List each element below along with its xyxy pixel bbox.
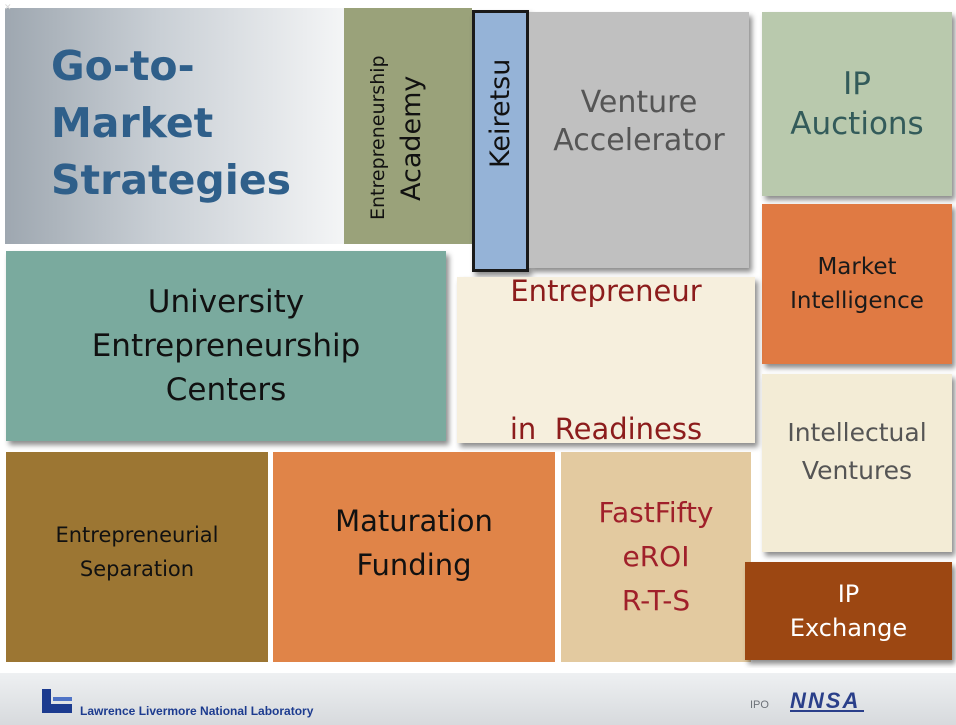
footer-bar <box>0 668 956 725</box>
venture-tile: Venture Accelerator <box>529 12 749 268</box>
academy-large-label: Academy <box>396 75 427 201</box>
ipo-label: IPO <box>750 699 769 711</box>
readiness-label: Entrepreneur in Readiness <box>509 274 703 446</box>
fastfifty-tile: FastFifty eROI R-T-S <box>561 452 751 662</box>
fastfifty-label: FastFifty eROI R-T-S <box>598 496 714 617</box>
ip-auctions-tile: IP Auctions <box>762 12 952 196</box>
ip-exchange-label: IP Exchange <box>789 580 908 642</box>
university-label: University Entrepreneurship Centers <box>91 284 361 408</box>
nnsa-logo-icon: NNSA <box>790 688 864 713</box>
llnl-logo-icon <box>42 689 72 713</box>
ip-auctions-label: IP Auctions <box>790 66 924 142</box>
separation-label: Entrepreneurial Separation <box>55 523 219 581</box>
corner-mark: ✕ <box>4 3 12 13</box>
intellectual-label: Intellectual Ventures <box>787 418 927 485</box>
intellectual-tile: Intellectual Ventures <box>762 374 952 552</box>
maturation-tile: Maturation Funding <box>273 452 555 662</box>
keiretsu-tile: Keiretsu <box>472 10 529 272</box>
market-intel-tile: Market Intelligence <box>762 204 952 364</box>
lab-name: Lawrence Livermore National Laboratory <box>80 704 314 718</box>
academy-tile: Entrepreneurship Academy <box>344 8 472 244</box>
university-tile: University Entrepreneurship Centers <box>6 251 446 441</box>
maturation-label: Maturation Funding <box>335 504 493 582</box>
title-tile: Go-to- Market Strategies <box>5 8 344 244</box>
venture-label: Venture Accelerator <box>553 85 725 158</box>
page-title: Go-to- Market Strategies <box>51 41 292 204</box>
ip-exchange-tile: IP Exchange <box>745 562 952 660</box>
separation-tile: Entrepreneurial Separation <box>6 452 268 662</box>
readiness-tile: Entrepreneur in Readiness <box>457 274 755 446</box>
academy-small-label: Entrepreneurship <box>367 55 389 221</box>
svg-text:NNSA: NNSA <box>790 688 860 713</box>
market-intel-label: Market Intelligence <box>790 254 924 314</box>
